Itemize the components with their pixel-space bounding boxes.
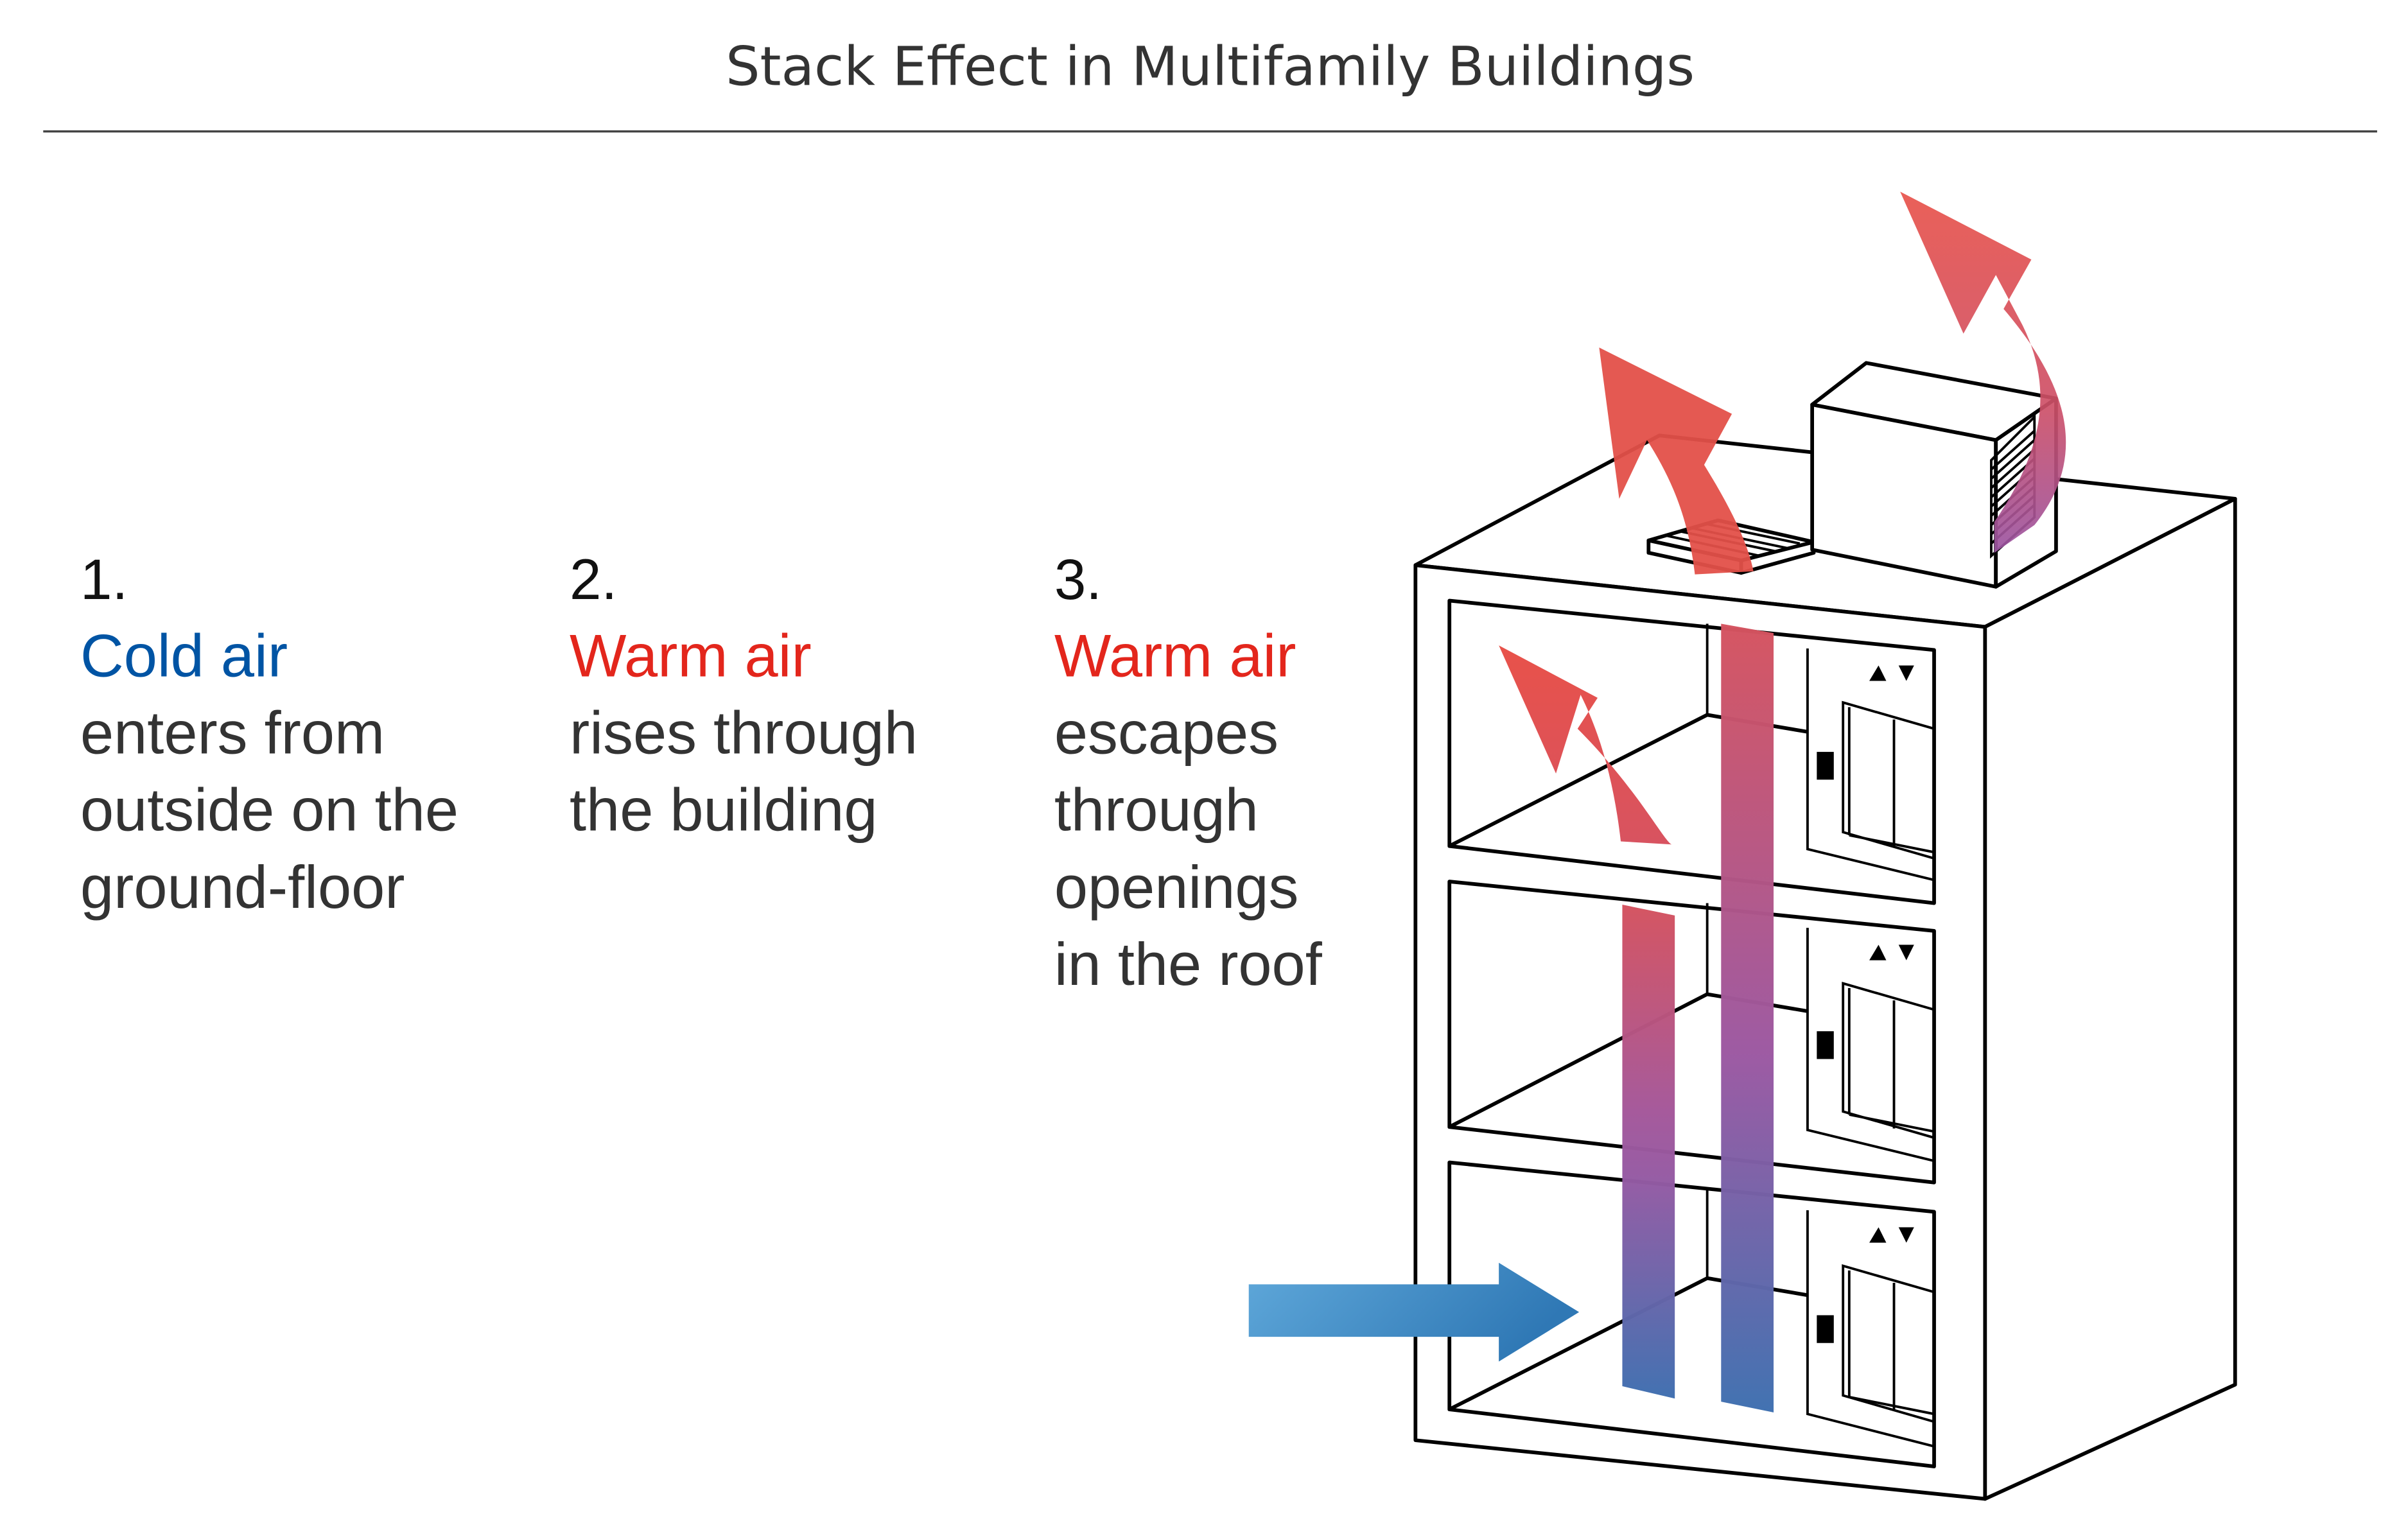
roof-exhaust-arrow-right <box>1900 191 2066 553</box>
step-text-line: rises through <box>570 699 918 766</box>
elevator-top <box>1806 648 1935 882</box>
down-triangle-icon <box>1898 1227 1914 1243</box>
up-triangle-icon <box>1869 1227 1887 1243</box>
rising-air-shaft-right <box>1721 623 1774 1413</box>
elevator-middle <box>1806 928 1935 1162</box>
step-text-line: enters from <box>80 699 385 766</box>
step-number: 2. <box>570 547 617 611</box>
down-triangle-icon <box>1898 665 1914 681</box>
building-side-face <box>1983 496 2237 1501</box>
step-headline: Cold air <box>80 622 288 689</box>
up-triangle-icon <box>1869 944 1887 961</box>
step-headline: Warm air <box>570 622 812 689</box>
step-2: 2. Warm air rises through the building <box>570 547 918 844</box>
page-title: Stack Effect in Multifamily Buildings <box>726 35 1695 98</box>
step-headline: Warm air <box>1054 622 1296 689</box>
roof-exhaust-arrow-left <box>1599 347 1754 575</box>
step-text-line: openings <box>1054 853 1299 921</box>
step-text-line: ground-floor <box>80 853 405 921</box>
step-text-line: escapes <box>1054 699 1278 766</box>
rising-air-shaft-left <box>1622 905 1675 1399</box>
step-text-line: through <box>1054 776 1259 844</box>
cold-air-inflow-arrow <box>1248 1262 1580 1362</box>
call-button-icon <box>1817 1315 1834 1343</box>
step-text-line: in the roof <box>1054 930 1323 998</box>
warm-air-rising-arrow <box>1499 645 1672 845</box>
building-illustration <box>1248 191 2237 1501</box>
call-button-icon <box>1817 752 1834 780</box>
down-triangle-icon <box>1898 944 1914 961</box>
step-number: 3. <box>1054 547 1102 611</box>
step-1: 1. Cold air enters from outside on the g… <box>80 547 458 921</box>
step-text-line: the building <box>570 776 878 844</box>
step-number: 1. <box>80 547 128 611</box>
up-triangle-icon <box>1869 665 1887 681</box>
rooftop-unit <box>1810 361 2058 589</box>
elevator-ground <box>1806 1210 1935 1448</box>
call-button-icon <box>1817 1031 1834 1059</box>
step-text-line: outside on the <box>80 776 458 844</box>
step-3: 3. Warm air escapes through openings in … <box>1054 547 1323 998</box>
